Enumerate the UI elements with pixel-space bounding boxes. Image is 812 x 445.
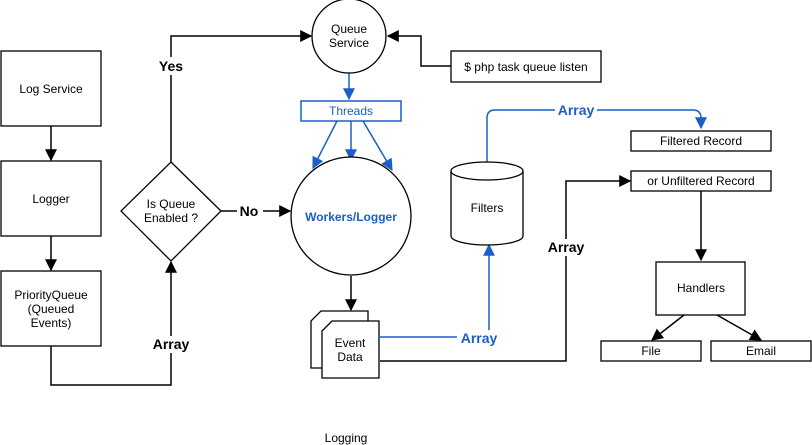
node-is-queue-enabled bbox=[120, 161, 222, 262]
edge-threads-workers-left bbox=[312, 120, 338, 170]
node-filters-label: Filters bbox=[471, 201, 504, 215]
node-filtered-record-label: Filtered Record bbox=[660, 134, 742, 148]
node-queue-service bbox=[311, 0, 387, 74]
node-email-label: Email bbox=[746, 344, 776, 358]
diagram-caption: Logging bbox=[325, 431, 368, 445]
node-php-command bbox=[450, 50, 602, 83]
node-event-data bbox=[321, 320, 380, 379]
edge-label-array-priorityqueue: Array bbox=[153, 336, 190, 352]
node-php-command-label: $ php task queue listen bbox=[464, 60, 587, 74]
node-is-queue-enabled-line2: Enabled ? bbox=[144, 211, 198, 225]
node-priority-queue-line2: (Queued bbox=[28, 302, 75, 316]
node-threads bbox=[300, 100, 402, 122]
node-queue-service-line1: Queue bbox=[331, 22, 367, 36]
node-unfiltered-record-label: or Unfiltered Record bbox=[647, 174, 754, 188]
node-is-queue-enabled-line1: Is Queue bbox=[147, 197, 196, 211]
edge-threads-workers-right bbox=[362, 120, 393, 172]
node-file-label: File bbox=[641, 344, 661, 358]
node-file bbox=[600, 340, 702, 362]
node-handlers-label: Handlers bbox=[677, 281, 725, 295]
node-log-service bbox=[0, 50, 102, 127]
node-logger bbox=[0, 160, 102, 237]
node-filters bbox=[450, 171, 524, 246]
edge-php-queueservice bbox=[386, 30, 451, 67]
node-logger-label: Logger bbox=[32, 192, 69, 206]
node-priority-queue-line1: PriorityQueue bbox=[14, 288, 88, 302]
edge-label-no: No bbox=[240, 203, 259, 219]
node-event-data-line1: Event bbox=[335, 336, 366, 350]
node-priority-queue bbox=[0, 270, 102, 347]
node-event-data-line2: Data bbox=[337, 350, 363, 364]
edge-label-array-filteredrecord: Array bbox=[558, 102, 595, 118]
node-log-service-label: Log Service bbox=[19, 82, 83, 96]
edge-eventdata-unfiltered bbox=[380, 175, 632, 362]
node-queue-service-line2: Service bbox=[329, 36, 369, 50]
edge-handlers-email bbox=[716, 314, 763, 341]
node-unfiltered-record bbox=[630, 170, 772, 192]
edge-priorityqueue-decision bbox=[50, 260, 177, 386]
edge-label-array-unfiltered: Array bbox=[548, 239, 585, 255]
node-email bbox=[710, 340, 812, 362]
node-priority-queue-line3: Events) bbox=[31, 316, 72, 330]
edge-label-array-filters: Array bbox=[461, 330, 498, 346]
edge-handlers-file bbox=[651, 314, 685, 341]
node-threads-label: Threads bbox=[329, 104, 373, 118]
node-workers-logger-label: Workers/Logger bbox=[305, 210, 397, 224]
edge-label-yes: Yes bbox=[159, 58, 183, 74]
node-filters-top bbox=[450, 161, 524, 181]
node-filtered-record bbox=[630, 130, 772, 152]
edge-decision-queueservice-yes bbox=[170, 30, 313, 162]
node-workers-logger bbox=[290, 156, 412, 276]
node-handlers bbox=[655, 261, 746, 316]
edge-eventdata-filters bbox=[380, 243, 495, 338]
